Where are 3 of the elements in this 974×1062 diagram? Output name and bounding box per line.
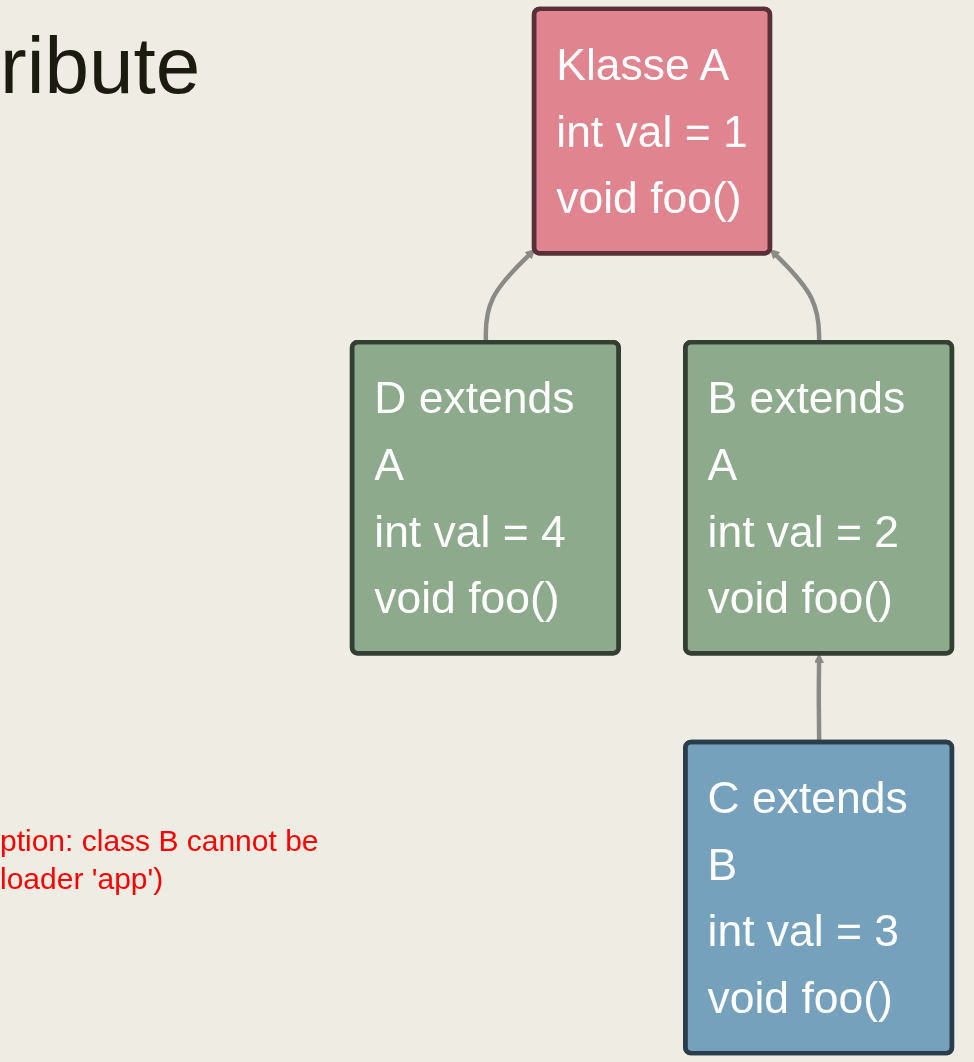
note-text: loader 'app') [0,861,165,897]
title: ribute [0,20,201,112]
note-text: ption: class B cannot be [0,823,320,859]
